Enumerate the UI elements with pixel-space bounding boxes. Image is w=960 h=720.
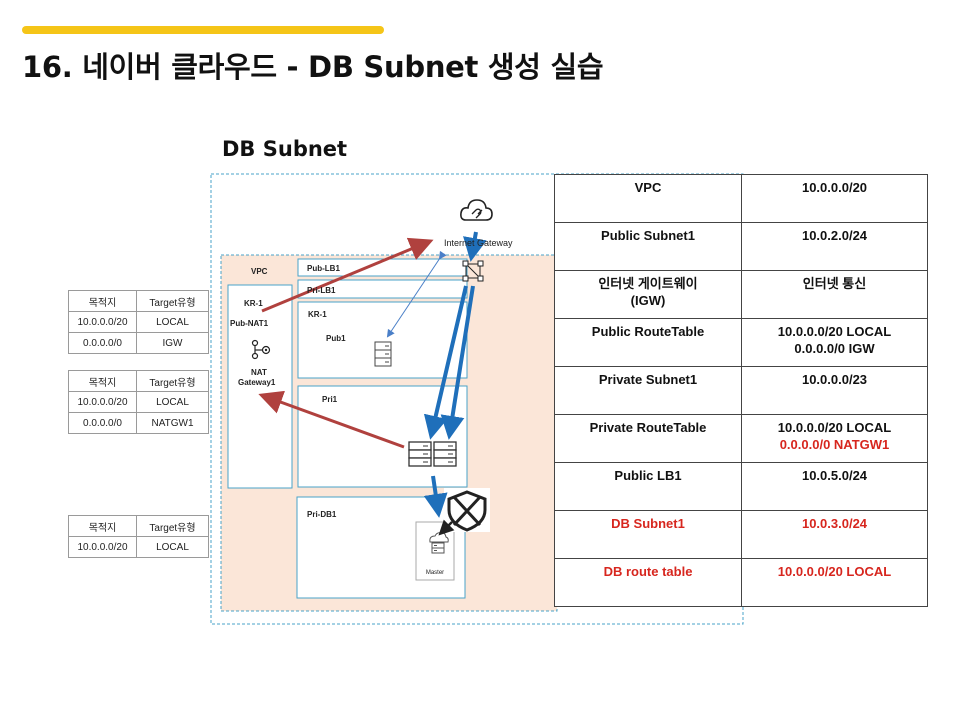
nat-gateway-label-1: NAT (251, 368, 267, 377)
arrow-lb-to-pri1-b (440, 285, 475, 440)
load-balancer-icon (462, 260, 484, 282)
table-cell: LOCAL (136, 311, 209, 333)
table-header: Target유형 (136, 290, 209, 312)
info-key-line: (IGW) (630, 293, 666, 308)
info-value: 10.0.5.0/24 (741, 462, 928, 511)
info-value: 10.0.0.0/20 LOCAL 0.0.0.0/0 IGW (741, 318, 928, 367)
table-row: VPC 10.0.0.0/20 (554, 174, 928, 223)
info-key: VPC (554, 174, 742, 223)
info-value-line: 10.0.0.0/20 LOCAL (777, 420, 892, 435)
info-key: Public LB1 (554, 462, 742, 511)
table-row: DB route table 10.0.0.0/20 LOCAL (554, 558, 928, 607)
arrow-nat-to-igw (261, 237, 434, 313)
arrow-igw-pub1 (386, 250, 447, 338)
info-value-highlight: 10.0.0.0/20 LOCAL (741, 558, 928, 607)
table-row: 0.0.0.0/0 NATGW1 (68, 412, 209, 434)
pri-lb1-label: Pri-LB1 (307, 286, 336, 295)
info-key-line: 인터넷 게이트웨이 (598, 276, 698, 291)
info-key-highlight: DB route table (554, 558, 742, 607)
table-cell: 0.0.0.0/0 (68, 332, 137, 354)
page-title: 16. 네이버 클라우드 - DB Subnet 생성 실습 (22, 50, 604, 84)
table-row: 인터넷 게이트웨이 (IGW) 인터넷 통신 (554, 270, 928, 319)
route-table-private: 목적지 Target유형 10.0.0.0/20 LOCAL 0.0.0.0/0… (68, 370, 209, 434)
pub-nat-subnet (227, 284, 293, 489)
arrow-shield-to-master (438, 519, 455, 536)
info-value-highlight: 10.0.3.0/24 (741, 510, 928, 559)
info-value: 인터넷 통신 (741, 270, 928, 319)
table-cell: LOCAL (136, 391, 209, 413)
table-row: 10.0.0.0/20 LOCAL (68, 391, 209, 413)
table-row: Private Subnet1 10.0.0.0/23 (554, 366, 928, 415)
table-cell: 10.0.0.0/20 (68, 311, 137, 333)
info-key: Private Subnet1 (554, 366, 742, 415)
info-value: 10.0.0.0/23 (741, 366, 928, 415)
table-row: Public LB1 10.0.5.0/24 (554, 462, 928, 511)
table-row: 0.0.0.0/0 IGW (68, 332, 209, 354)
kr1-left-label: KR-1 (244, 299, 263, 308)
arrow-pri1-to-db (423, 475, 448, 518)
pub1-label: Pub1 (326, 334, 346, 343)
diagram-title: DB Subnet (222, 137, 348, 161)
table-row: 목적지 Target유형 (68, 290, 209, 312)
internet-gateway-label: Internet Gateway (444, 238, 513, 248)
info-key-highlight: DB Subnet1 (554, 510, 742, 559)
table-row: DB Subnet1 10.0.3.0/24 (554, 510, 928, 559)
pri1-label: Pri1 (322, 395, 338, 404)
info-value-line: 0.0.0.0/0 IGW (794, 341, 875, 356)
table-row: 목적지 Target유형 (68, 515, 209, 537)
route-table-db: 목적지 Target유형 10.0.0.0/20 LOCAL (68, 515, 209, 558)
accent-bar (22, 26, 384, 34)
table-header: Target유형 (136, 515, 209, 537)
table-cell: 0.0.0.0/0 (68, 412, 137, 434)
table-header: 목적지 (68, 370, 137, 392)
info-key: 인터넷 게이트웨이 (IGW) (554, 270, 742, 319)
info-value: 10.0.0.0/20 (741, 174, 928, 223)
info-key: Private RouteTable (554, 414, 742, 463)
arrow-pri1-to-nat (258, 390, 405, 449)
table-cell: LOCAL (136, 536, 209, 558)
info-key: Public Subnet1 (554, 222, 742, 271)
cloud-icon (460, 199, 493, 221)
info-key: Public RouteTable (554, 318, 742, 367)
table-header: Target유형 (136, 370, 209, 392)
info-value-line-highlight: 0.0.0.0/0 NATGW1 (779, 437, 890, 452)
nat-gateway-icon (251, 339, 271, 360)
subnet-info-table: VPC 10.0.0.0/20 Public Subnet1 10.0.2.0/… (554, 174, 928, 607)
pub-lb1-label: Pub-LB1 (307, 264, 340, 273)
table-row: 10.0.0.0/20 LOCAL (68, 536, 209, 558)
pub-nat1-label: Pub-NAT1 (230, 319, 269, 328)
nat-gateway-label-2: Gateway1 (238, 378, 276, 387)
table-header: 목적지 (68, 515, 137, 537)
route-table-public: 목적지 Target유형 10.0.0.0/20 LOCAL 0.0.0.0/0… (68, 290, 209, 354)
vpc-label: VPC (251, 267, 268, 276)
table-row: 목적지 Target유형 (68, 370, 209, 392)
table-cell: NATGW1 (136, 412, 209, 434)
table-row: Public Subnet1 10.0.2.0/24 (554, 222, 928, 271)
server-icon (374, 341, 392, 367)
table-row: 10.0.0.0/20 LOCAL (68, 311, 209, 333)
info-value: 10.0.2.0/24 (741, 222, 928, 271)
info-value: 10.0.0.0/20 LOCAL 0.0.0.0/0 NATGW1 (741, 414, 928, 463)
info-value-line: 10.0.0.0/20 LOCAL (777, 324, 892, 339)
server-pair-icon (408, 441, 457, 467)
shield-blocked-icon (444, 488, 490, 532)
table-row: Public RouteTable 10.0.0.0/20 LOCAL 0.0.… (554, 318, 928, 367)
pri-db1-label: Pri-DB1 (307, 510, 337, 519)
table-cell: IGW (136, 332, 209, 354)
kr1-right-label: KR-1 (308, 310, 327, 319)
arrow-igw-to-lb (463, 231, 487, 262)
table-cell: 10.0.0.0/20 (68, 536, 137, 558)
arrow-lb-to-pri1-a (423, 285, 468, 440)
table-cell: 10.0.0.0/20 (68, 391, 137, 413)
table-row: Private RouteTable 10.0.0.0/20 LOCAL 0.0… (554, 414, 928, 463)
master-label: Master (425, 570, 445, 576)
table-header: 목적지 (68, 290, 137, 312)
